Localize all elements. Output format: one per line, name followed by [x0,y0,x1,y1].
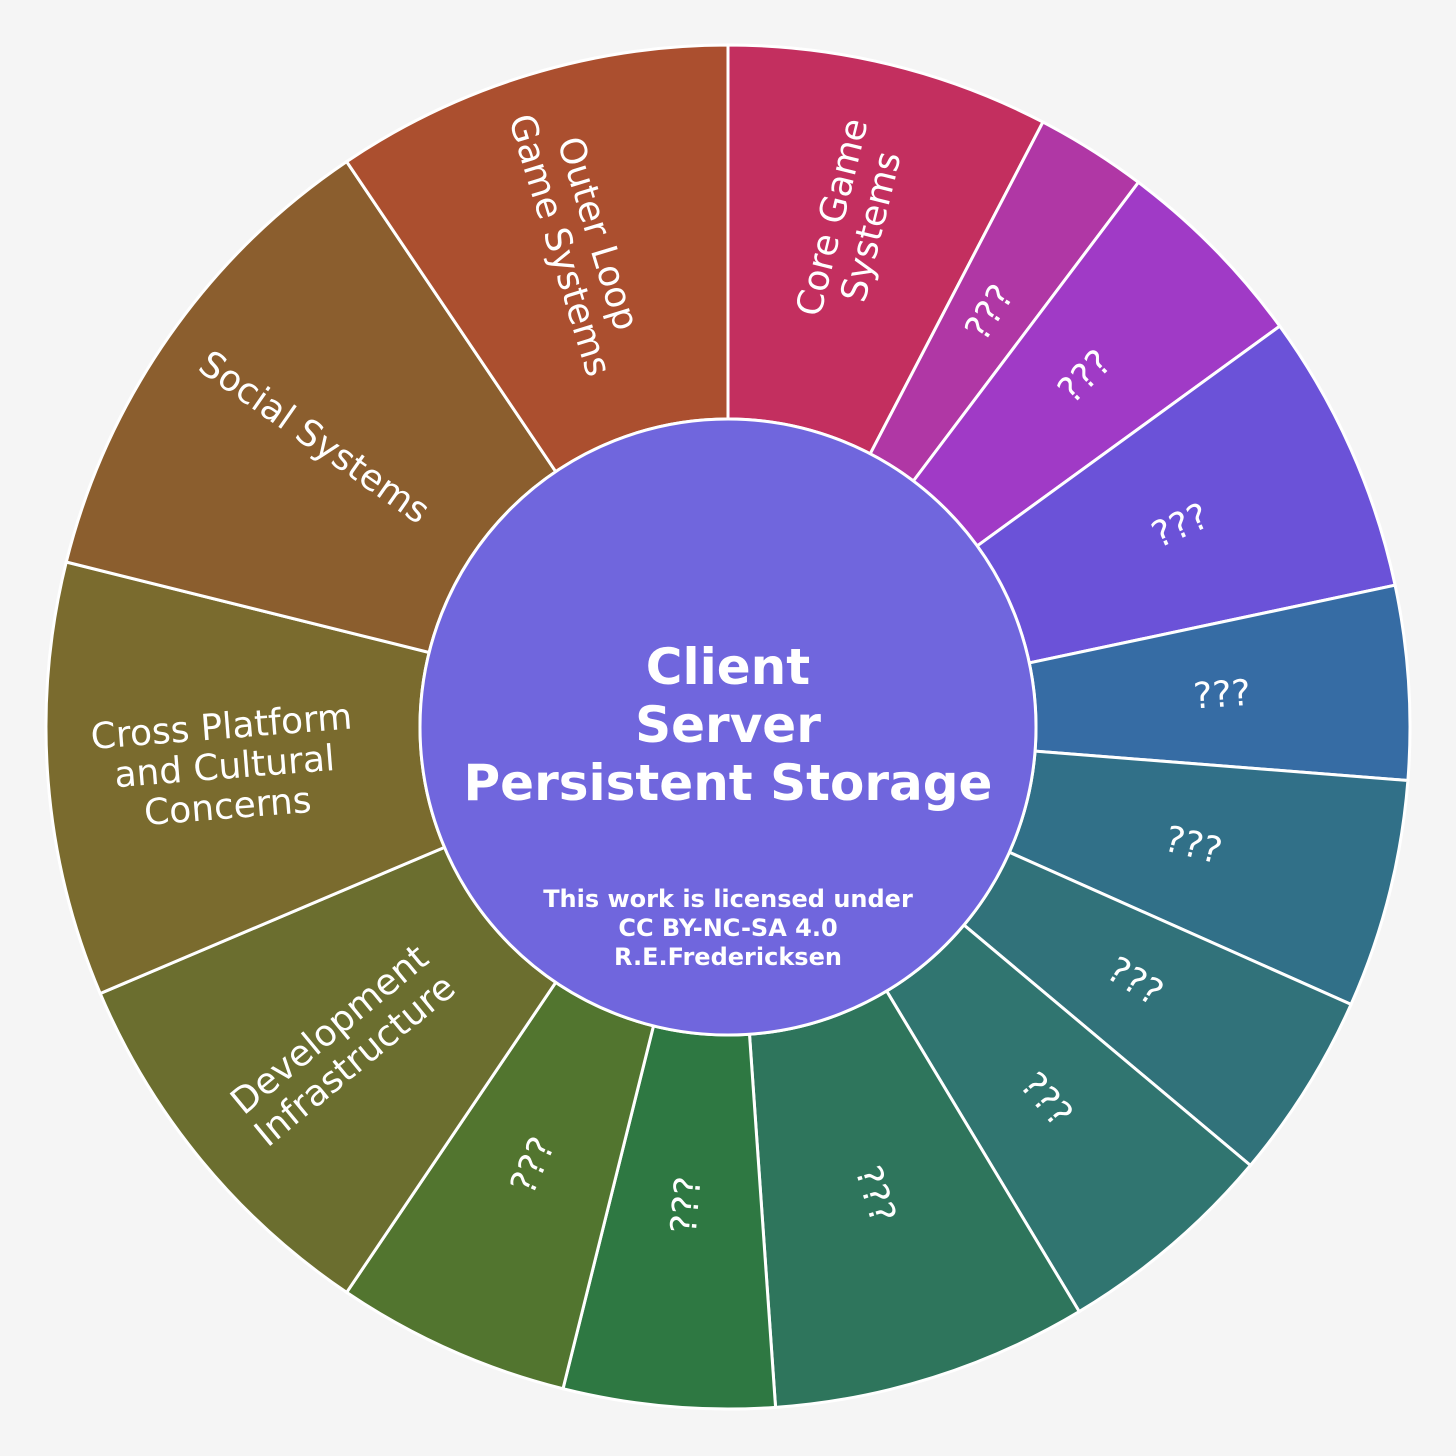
license-line-1: This work is licensed under [543,885,913,913]
center-title-line-3: Persistent Storage [464,754,993,812]
segment-ring: Core GameSystems????????????????????????… [44,43,1412,1411]
center-circle [418,417,1038,1037]
segment: ??? [961,850,1354,1168]
segment-label: ??? [1192,673,1252,718]
segment: DevelopmentInfrastructure [98,845,558,1295]
center-hub: Client Server Persistent Storage This wo… [418,417,1038,1037]
segment-label: ??? [664,1175,710,1236]
segment: ??? [975,324,1397,665]
segment-label-line: ??? [1192,673,1252,718]
license-line-2: CC BY-NC-SA 4.0 [618,914,837,942]
segment: Social Systems [64,159,558,655]
segment-label-line: ??? [664,1175,710,1236]
segment: Cross Platformand CulturalConcerns [44,560,447,996]
center-title-line-2: Server [635,696,821,754]
center-title-line-1: Client [646,638,810,696]
license-line-3: R.E.Fredericksen [614,943,842,971]
segment: Outer LoopGame Systems [344,43,730,474]
segment: Core GameSystems [726,43,1045,456]
